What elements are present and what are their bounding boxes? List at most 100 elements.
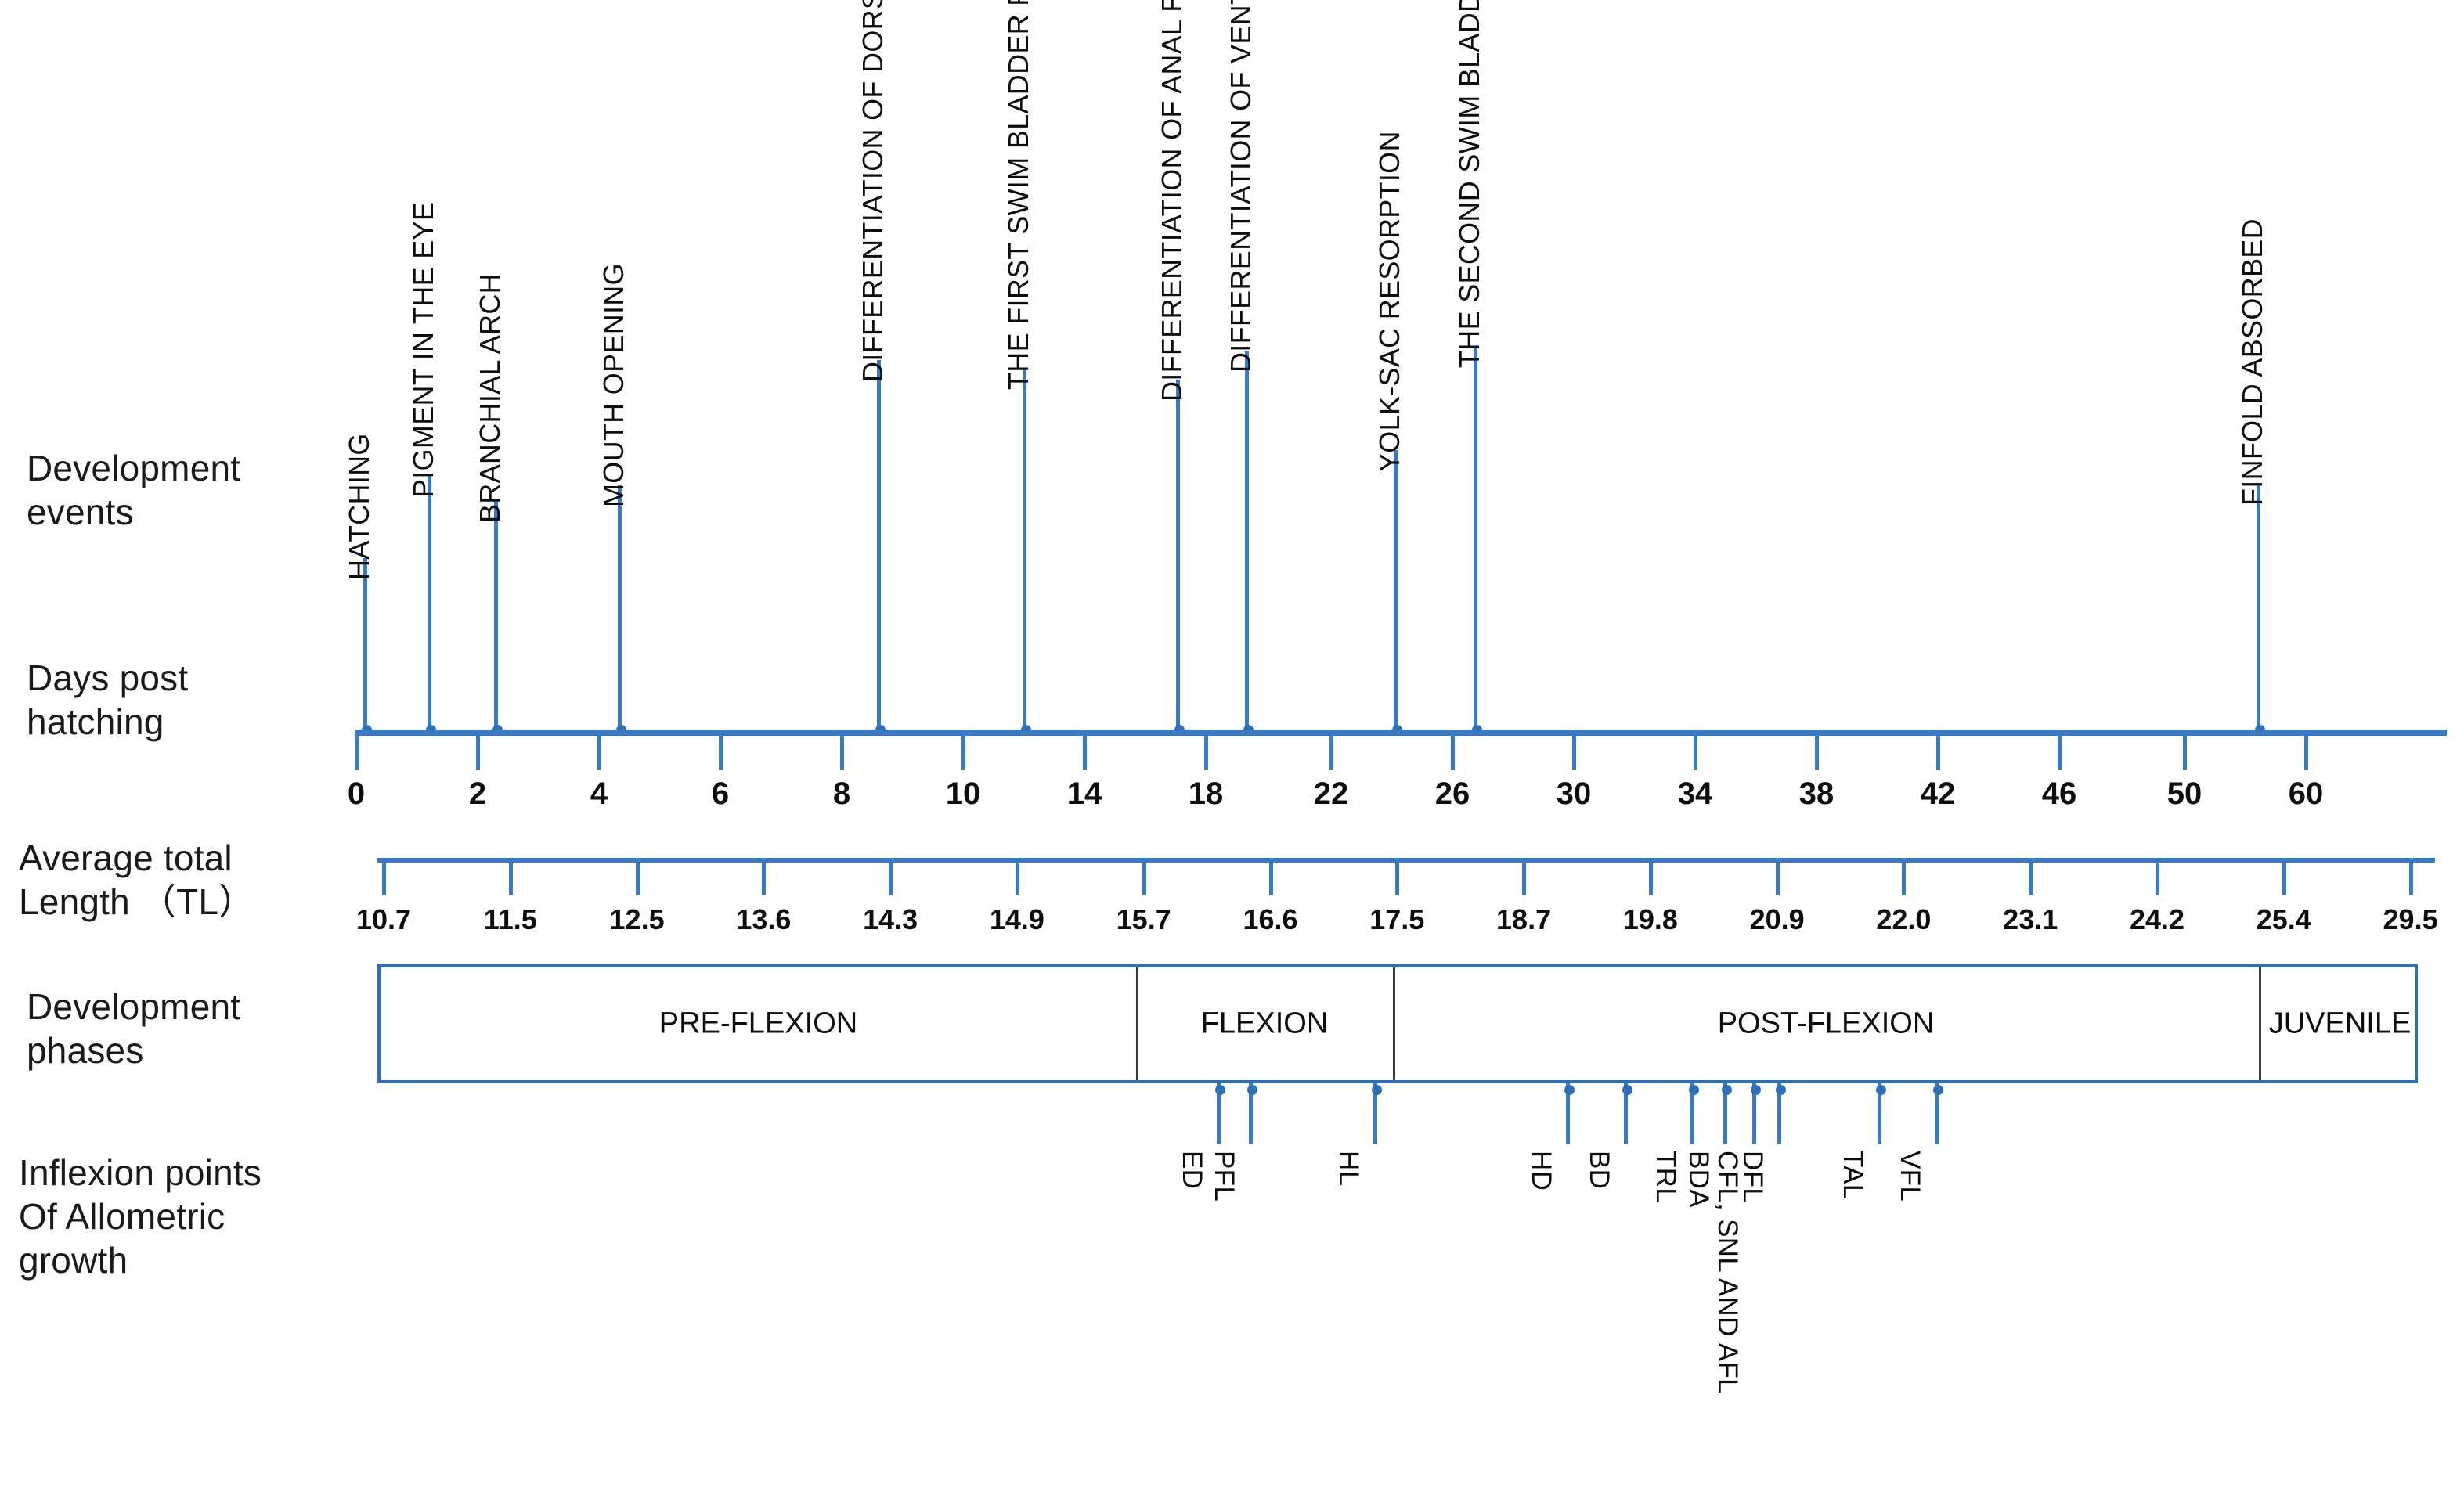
row-label-days-post-hatching: Days post hatching (27, 658, 189, 743)
phase-label[interactable]: POST-FLEXION (1717, 1007, 1935, 1040)
inflexion-point-label: DFL (1737, 1151, 1768, 1204)
inflexion-point-stem (1624, 1083, 1628, 1144)
days-axis-tick (355, 730, 359, 770)
development-event-stem (363, 558, 367, 733)
inflexion-point-marker[interactable] (1722, 1085, 1732, 1095)
days-axis-tick (1204, 730, 1208, 770)
days-axis-tick (2183, 730, 2187, 770)
inflexion-point-marker[interactable] (1876, 1085, 1886, 1095)
days-axis-tick (2304, 730, 2308, 770)
days-axis-tick-label: 2 (468, 776, 487, 811)
total-length-tick (762, 858, 767, 895)
inflexion-point-label: TRL (1650, 1151, 1681, 1204)
inflexion-point-stem (1690, 1083, 1694, 1144)
inflexion-point-marker[interactable] (1622, 1085, 1632, 1095)
days-axis-tick (1936, 730, 1940, 770)
days-axis-tick-label: 46 (2041, 776, 2077, 811)
total-length-value-label: 29.5 (2383, 903, 2438, 935)
inflexion-point-marker[interactable] (1372, 1085, 1382, 1095)
total-length-value-label: 16.6 (1243, 903, 1298, 935)
total-length-tick (1902, 858, 1907, 895)
inflexion-point-stem (1878, 1083, 1881, 1144)
inflexion-point-marker[interactable] (1933, 1085, 1943, 1095)
development-event-stem (1394, 450, 1398, 733)
total-length-value-label: 14.9 (989, 903, 1044, 935)
development-event-stem (494, 501, 498, 733)
total-length-tick (889, 858, 893, 895)
days-axis-tick (961, 730, 965, 770)
inflexion-point-stem (1723, 1083, 1727, 1144)
inflexion-point-marker[interactable] (1215, 1085, 1225, 1095)
days-axis-tick (597, 730, 601, 770)
phase-label[interactable]: JUVENILE (2268, 1007, 2412, 1040)
days-axis-tick-label: 38 (1798, 776, 1834, 811)
inflexion-point-marker[interactable] (1564, 1085, 1575, 1095)
development-event-label: MOUTH OPENING (597, 263, 630, 507)
development-event-stem (1474, 346, 1477, 733)
days-axis-tick-label: 4 (590, 776, 608, 811)
phase-label[interactable]: PRE-FLEXION (658, 1007, 858, 1040)
total-length-value-label: 10.7 (355, 903, 412, 935)
total-length-tick (1395, 858, 1400, 895)
development-event-stem (428, 476, 431, 733)
total-length-tick (508, 858, 513, 895)
phase-divider (1136, 967, 1138, 1080)
row-label-inflexion-points: Inflexion points Of Allometric growth (19, 1152, 262, 1281)
days-axis-tick-label: 22 (1313, 776, 1349, 811)
total-length-value-label: 25.4 (2256, 903, 2311, 935)
total-length-value-label: 13.6 (736, 903, 792, 935)
total-length-value-label: 24.2 (2129, 903, 2185, 935)
development-phases-box: PRE-FLEXION FLEXION POST-FLEXION JUVENILE (377, 964, 2418, 1083)
days-axis-tick-label: 30 (1556, 776, 1592, 811)
days-axis-tick-label: 6 (711, 776, 730, 811)
development-event-label: DIFFERENTIATION OF VENTRAL FIN (1225, 0, 1257, 373)
inflexion-point-stem (1373, 1083, 1377, 1144)
total-length-value-label: 22.0 (1876, 903, 1932, 935)
inflexion-point-label: TAL (1838, 1151, 1868, 1200)
phase-divider (1393, 967, 1395, 1080)
development-event-label: FINFOLD ABSORBED (2236, 218, 2268, 506)
inflexion-point-label: BDA (1683, 1151, 1714, 1208)
development-event-label: BRANCHIAL ARCH (474, 273, 506, 523)
total-length-value-label: 20.9 (1749, 903, 1805, 935)
days-axis-tick (1694, 730, 1697, 770)
total-length-tick (1142, 858, 1146, 895)
development-event-label: THE SECOND SWIM BLADDER FILED (1453, 0, 1485, 368)
total-length-tick (1775, 858, 1780, 895)
inflexion-point-marker[interactable] (1247, 1085, 1257, 1095)
inflexion-point-stem (1249, 1083, 1253, 1144)
days-axis-tick-label: 18 (1188, 776, 1224, 811)
days-axis-tick-label: 10 (945, 776, 981, 811)
total-length-value-label: 23.1 (2003, 903, 2058, 935)
development-event-label: HATCHING (343, 433, 375, 580)
inflexion-point-stem (1217, 1083, 1221, 1144)
total-length-tick (1522, 858, 1527, 895)
development-event-label: DIFFERENTIATION OF DORSAL FIN (857, 0, 889, 382)
inflexion-point-label: ED (1177, 1151, 1207, 1190)
inflexion-point-label: BD (1584, 1151, 1614, 1190)
row-label-development-events: Development events (27, 448, 241, 533)
days-axis-tick-label: 14 (1066, 776, 1102, 811)
days-axis-tick-label: 42 (1920, 776, 1956, 811)
inflexion-point-label: PFL (1209, 1151, 1239, 1202)
row-label-development-phases: Development phases (27, 986, 241, 1072)
days-axis-tick (1083, 730, 1087, 770)
total-length-tick (1015, 858, 1019, 895)
inflexion-point-marker[interactable] (1689, 1085, 1699, 1095)
days-axis-tick (1329, 730, 1333, 770)
development-event-stem (1176, 380, 1180, 733)
inflexion-point-marker[interactable] (1776, 1085, 1786, 1095)
days-axis-tick (719, 730, 723, 770)
total-length-tick (2156, 858, 2159, 895)
phase-label[interactable]: FLEXION (1200, 1007, 1329, 1040)
inflexion-point-marker[interactable] (1751, 1085, 1761, 1095)
development-event-stem (618, 485, 622, 733)
days-axis-tick-label: 26 (1434, 776, 1470, 811)
days-axis-tick (1815, 730, 1819, 770)
inflexion-point-stem (1777, 1083, 1781, 1144)
inflexion-point-label: HL (1333, 1151, 1364, 1187)
days-axis-tick (1572, 730, 1576, 770)
development-event-stem (1245, 351, 1249, 733)
total-length-tick (635, 858, 640, 895)
days-axis-tick (1451, 730, 1455, 770)
